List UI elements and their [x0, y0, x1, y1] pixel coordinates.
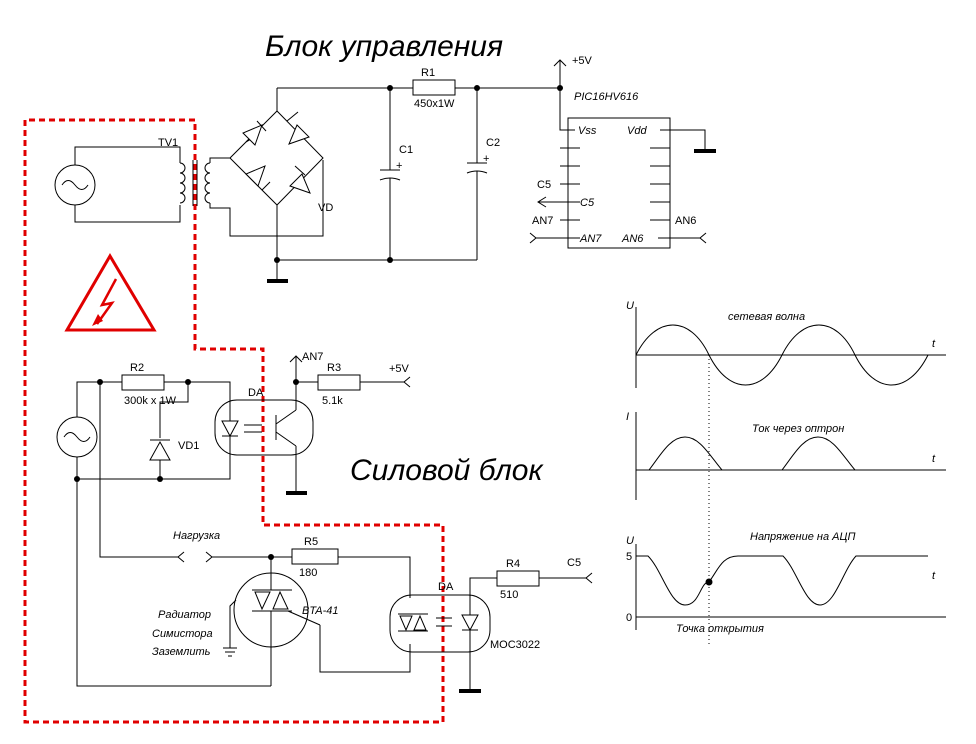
optocoupler-moc3022 — [389, 594, 491, 653]
an7-pin-label: AN7 — [579, 233, 602, 245]
g3-tick-5: 5 — [626, 551, 632, 563]
c1-label: C1 — [399, 144, 413, 156]
optocoupler-da1 — [214, 399, 314, 456]
g1-title: сетевая волна — [728, 311, 805, 323]
diode-vd1 — [149, 439, 171, 461]
resistor-r5 — [291, 548, 339, 565]
g2-title: Ток через оптрон — [752, 423, 844, 435]
g3-tick-0: 0 — [626, 612, 632, 624]
r4-label: R4 — [506, 558, 520, 570]
triac-label: BTA-41 — [302, 605, 338, 617]
vd1-label: VD1 — [178, 440, 199, 452]
resistor-r4 — [496, 570, 540, 587]
c5-net-label: C5 — [567, 557, 581, 569]
g3-x-label: t — [932, 570, 936, 582]
r3-value: 5.1k — [322, 395, 343, 407]
power-block-title: Силовой блок — [350, 454, 544, 487]
power-block-boundary — [23, 118, 445, 724]
mcu-pins-left — [560, 147, 580, 221]
r5-label: R5 — [304, 536, 318, 548]
r2-label: R2 — [130, 362, 144, 374]
r2-value: 300k x 1W — [124, 395, 177, 407]
capacitor-c2 — [466, 88, 488, 260]
an7-net-label: AN7 — [302, 351, 323, 363]
moc-label: MOC3022 — [490, 639, 540, 651]
g2-y-label: I — [626, 411, 629, 423]
resistor-r3 — [317, 374, 361, 391]
vcc-label: +5V — [572, 55, 593, 67]
capacitor-c1 — [379, 88, 401, 260]
diode-bridge-vd — [229, 88, 324, 260]
c2-plus: + — [483, 153, 489, 165]
resistor-r2 — [121, 374, 165, 391]
an6-out-label: AN6 — [675, 215, 696, 227]
graph-adc-voltage — [635, 355, 946, 645]
g3-note: Точка открытия — [676, 623, 764, 635]
r4-value: 510 — [500, 589, 518, 601]
mcu-pins-right — [650, 147, 670, 221]
graph-mains-wave — [635, 307, 946, 388]
g3-y-label: U — [626, 535, 634, 547]
da1-label: DA — [248, 387, 264, 399]
g3-title: Напряжение на АЦП — [750, 531, 855, 543]
heatsink-text-1: Радиатор — [158, 609, 211, 621]
c5-pin-label: C5 — [580, 197, 595, 209]
c5-out-label: C5 — [537, 179, 551, 191]
mcu-pic16hv616 — [567, 117, 671, 249]
resistor-r1 — [412, 79, 456, 96]
g1-y-label: U — [626, 300, 634, 312]
triac-bta41 — [233, 557, 321, 686]
heatsink-text-3: Заземлить — [152, 646, 211, 658]
an6-pin-label: AN6 — [621, 233, 644, 245]
c1-plus: + — [396, 160, 402, 172]
g2-x-label: t — [932, 453, 936, 465]
r1-label: R1 — [421, 67, 435, 79]
g1-x-label: t — [932, 338, 936, 350]
r5-value: 180 — [299, 567, 317, 579]
r1-value: 450x1W — [414, 98, 455, 110]
c2-label: C2 — [486, 137, 500, 149]
high-voltage-warning-icon — [64, 253, 157, 332]
ac-source-1 — [54, 164, 96, 206]
an7-out-label: AN7 — [532, 215, 553, 227]
load-label: Нагрузка — [173, 530, 220, 542]
control-block-title: Блок управления — [265, 30, 503, 63]
graph-opto-current — [635, 412, 946, 500]
r3-label: R3 — [327, 362, 341, 374]
vd-label: VD — [318, 202, 333, 214]
da2-label: DA — [438, 581, 454, 593]
mcu-label: PIC16HV616 — [574, 91, 639, 103]
supply-label-power: +5V — [389, 363, 410, 375]
tv1-label: TV1 — [158, 137, 178, 149]
ac-source-2 — [56, 416, 98, 458]
vss-pin-label: Vss — [578, 125, 597, 137]
transformer-tv1 — [179, 160, 211, 206]
heatsink-text-2: Симистора — [152, 628, 213, 640]
vdd-pin-label: Vdd — [627, 125, 647, 137]
